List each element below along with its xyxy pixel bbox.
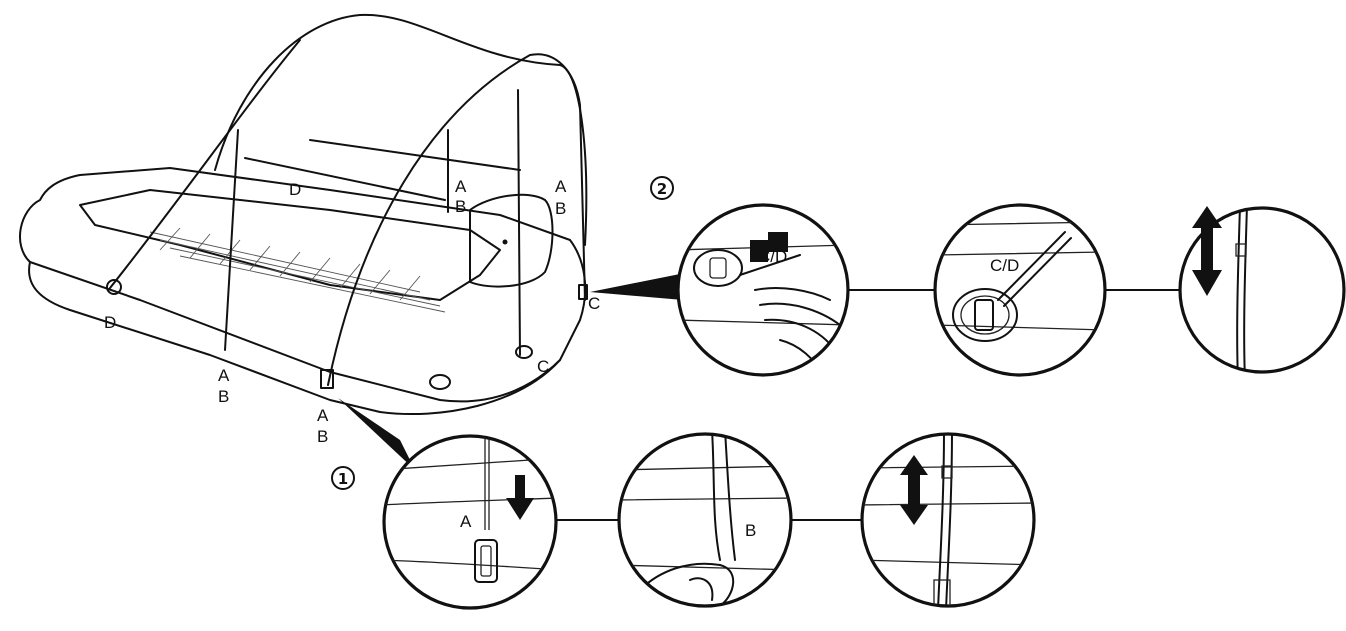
detail-circle-2a: C/D — [676, 203, 850, 377]
label-a-back-right: A — [555, 177, 567, 196]
label-b-front: B — [317, 427, 328, 446]
label-d-front: D — [104, 313, 116, 332]
step-marker-2: 2 — [650, 176, 674, 200]
callout-pointer-2 — [590, 272, 690, 300]
seat-cushion — [469, 193, 554, 288]
clip-c-side-icon — [578, 284, 588, 300]
arrow-left-icon — [750, 232, 788, 262]
label-c-side: C — [588, 294, 600, 313]
detail-label-cd-1: C/D — [758, 247, 787, 266]
label-a-back-mid: A — [455, 177, 467, 196]
arrow-up-down-icon — [900, 455, 928, 525]
clip-d-icon — [106, 279, 122, 295]
hull-outline — [18, 167, 587, 403]
svg-text:2: 2 — [657, 180, 667, 198]
step-marker-1: 1 — [331, 466, 355, 490]
label-c-front: C — [537, 357, 549, 376]
detail-circle-1c — [860, 432, 1036, 608]
detail-label-cd-2: C/D — [990, 256, 1019, 275]
label-a-front: A — [317, 406, 329, 425]
inner-rim — [79, 189, 501, 301]
detail-circle-1b: B — [617, 432, 793, 608]
label-b-back-mid: B — [455, 197, 466, 216]
detail-label-b: B — [745, 521, 756, 540]
pole-arch-1 — [109, 39, 301, 289]
pole-vertical-1 — [224, 129, 239, 351]
valve-icon — [502, 239, 508, 245]
pole-vertical-2 — [517, 89, 521, 356]
label-a-left: A — [218, 366, 230, 385]
detail-circle-2b: C/D — [933, 203, 1107, 377]
svg-text:1: 1 — [338, 470, 348, 488]
callout-pointer-1 — [338, 398, 415, 470]
arrow-up-down-icon-2 — [1192, 206, 1222, 296]
side-valve-icon — [429, 374, 451, 390]
clip-ab-icon — [320, 369, 334, 389]
pole-arch-2 — [327, 53, 586, 386]
hull-bottom — [28, 261, 561, 415]
label-d-back: D — [289, 180, 301, 199]
label-b-left: B — [218, 387, 229, 406]
detail-label-a: A — [460, 512, 472, 531]
floor-mesh — [149, 227, 446, 313]
detail-circle-2c — [1178, 206, 1346, 374]
canopy-top — [214, 13, 588, 246]
label-b-back-right: B — [555, 199, 566, 218]
clip-c-icon — [515, 345, 533, 359]
inflatable-boat — [18, 13, 588, 415]
arrow-down-icon — [506, 475, 534, 520]
canopy-straps — [244, 139, 521, 201]
